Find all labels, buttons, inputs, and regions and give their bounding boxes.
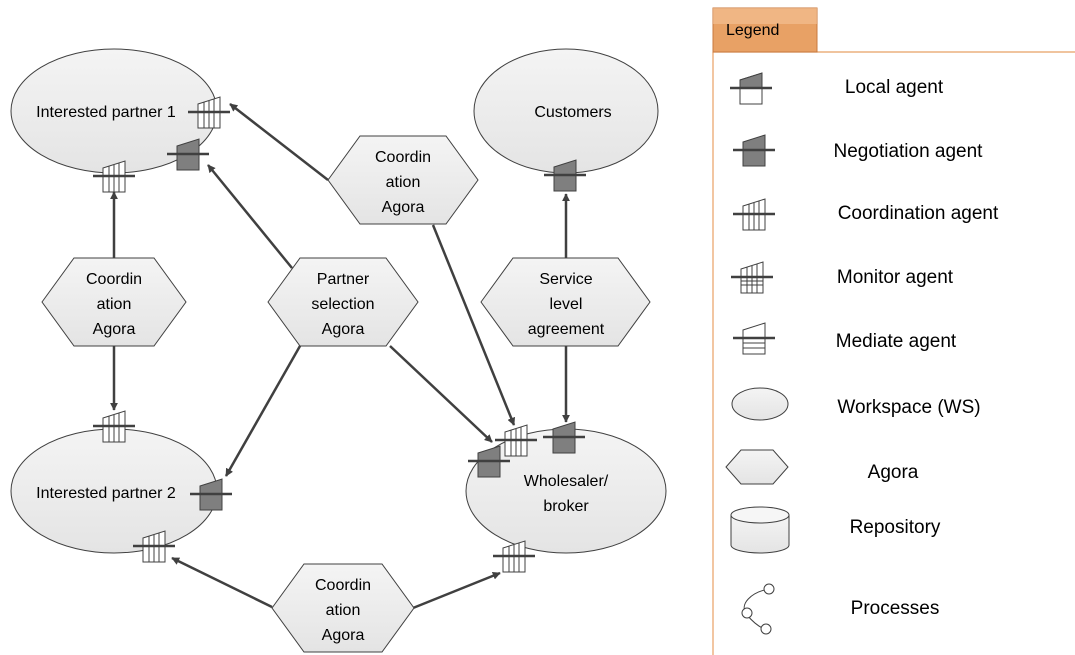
monitor-agent-icon	[729, 260, 775, 295]
legend-label-workspace: Workspace (WS)	[837, 397, 980, 418]
agora-coord-top-line2: ation	[386, 174, 421, 191]
workspace-wholesaler-label-line2: broker	[543, 498, 589, 515]
arrow-partner-sel-to-partner1	[207, 164, 293, 269]
coordination-agent-icon	[731, 197, 777, 232]
agora-coord-bottom-line1: Coordin	[315, 577, 371, 594]
legend-label-repository: Repository	[850, 517, 941, 538]
local-agent-icon	[728, 71, 774, 106]
agora-coord-top-line3: Agora	[382, 199, 425, 216]
arrow-coord-bottom-to-wholesaler	[412, 571, 501, 610]
agora-partner-selection[interactable]: Partner selection Agora	[267, 257, 419, 347]
agora-coord-left-line2: ation	[97, 296, 132, 313]
agora-coord-left-line3: Agora	[93, 321, 136, 338]
arrow-coord-top-to-partner1	[229, 103, 329, 181]
legend-label-monitor-agent: Monitor agent	[837, 267, 954, 288]
negotiation-agent-icon	[731, 133, 777, 168]
connectors	[110, 103, 570, 610]
workspace-partner1-label: Interested partner 1	[36, 104, 176, 121]
agora-partner-selection-line1: Partner	[317, 271, 370, 288]
legend-label-agora: Agora	[868, 462, 919, 483]
legend-label-coordination-agent: Coordination agent	[838, 203, 999, 224]
agora-coord-bottom[interactable]: Coordin ation Agora	[271, 563, 415, 653]
agora-coord-top[interactable]: Coordin ation Agora	[327, 135, 479, 225]
legend-title: Legend	[726, 22, 779, 39]
workspace-partner2-label: Interested partner 2	[36, 485, 176, 502]
agora-coord-bottom-line2: ation	[326, 602, 361, 619]
workspace-customers-label: Customers	[534, 104, 611, 121]
arrow-coord-top-to-wholesaler	[431, 224, 516, 426]
agora-partner-selection-line3: Agora	[322, 321, 365, 338]
workspace-customers[interactable]: Customers	[473, 48, 659, 174]
workspace-partner2[interactable]: Interested partner 2	[10, 428, 218, 554]
agora-sla-line3: agreement	[528, 321, 605, 338]
legend-label-mediate-agent: Mediate agent	[836, 331, 957, 352]
repository-icon	[730, 506, 790, 554]
legend-label-local-agent: Local agent	[845, 77, 944, 98]
agora-coord-bottom-line3: Agora	[322, 627, 365, 644]
agora-sla[interactable]: Service level agreement	[480, 257, 651, 347]
legend: Legend Local agent Negotiation agent Coo…	[712, 7, 1075, 655]
legend-label-processes: Processes	[851, 598, 940, 619]
agora-coord-left-line1: Coordin	[86, 271, 142, 288]
agora-partner-selection-line2: selection	[311, 296, 374, 313]
arrow-partner-sel-to-wholesaler	[389, 345, 493, 443]
agora-coord-top-line1: Coordin	[375, 149, 431, 166]
agora-icon	[725, 449, 789, 485]
arrow-coord-bottom-to-partner2	[171, 556, 273, 609]
legend-label-negotiation-agent: Negotiation agent	[834, 141, 984, 162]
arrow-partner-sel-to-partner2	[224, 345, 302, 477]
processes-icon	[741, 583, 775, 635]
mediate-agent-icon	[731, 321, 777, 356]
workspace-icon	[731, 387, 789, 421]
workspace-wholesaler-label-line1: Wholesaler/	[524, 473, 609, 490]
agora-coord-left[interactable]: Coordin ation Agora	[41, 257, 187, 347]
agora-sla-line2: level	[550, 296, 583, 313]
workspace-wholesaler[interactable]: Wholesaler/ broker	[465, 428, 667, 554]
agora-sla-line1: Service	[539, 271, 592, 288]
